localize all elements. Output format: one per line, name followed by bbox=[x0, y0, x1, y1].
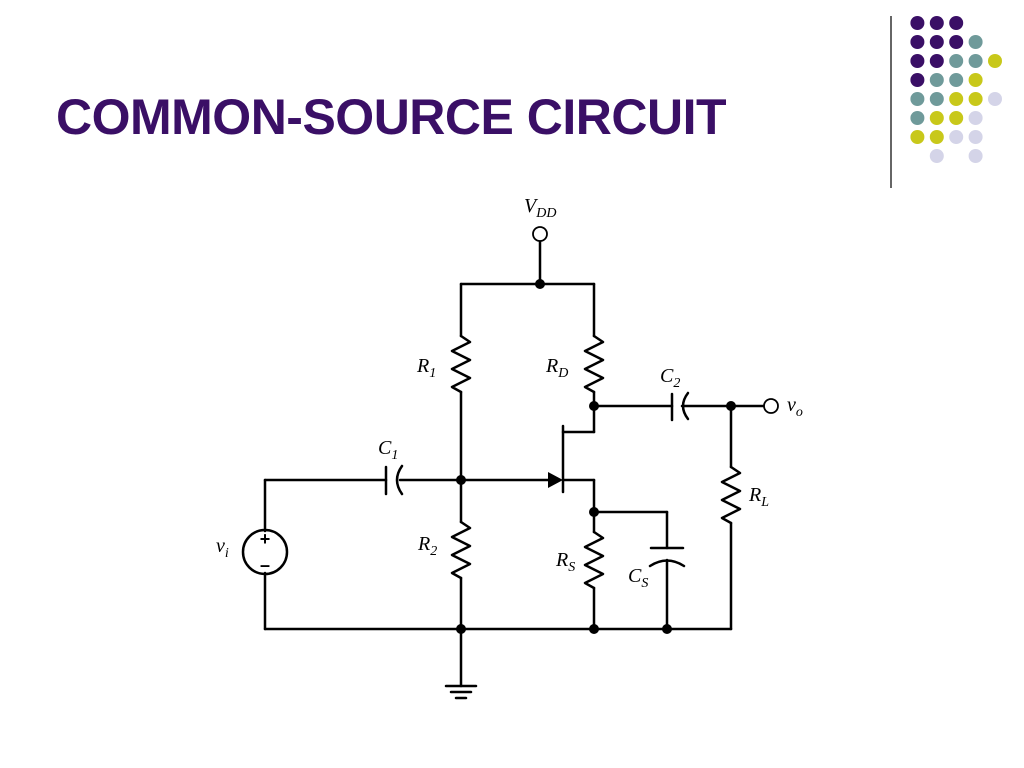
decorative-dot bbox=[929, 92, 944, 106]
decorative-dot bbox=[968, 54, 983, 68]
rs-resistor bbox=[583, 530, 605, 590]
r1-label: R1 bbox=[416, 355, 436, 381]
decorative-dot bbox=[988, 92, 1002, 106]
decorative-dot-grid bbox=[910, 16, 1002, 163]
rl-label: RL bbox=[748, 484, 769, 510]
decorative-dot bbox=[968, 92, 983, 106]
decorative-dot bbox=[949, 35, 964, 49]
decorative-dot bbox=[949, 16, 964, 30]
decorative-dot bbox=[910, 73, 925, 87]
decorative-dot bbox=[949, 92, 964, 106]
vdd-label: VDD bbox=[524, 195, 556, 221]
decorative-dot bbox=[949, 73, 964, 87]
junction-dot bbox=[589, 624, 599, 634]
junction-dot bbox=[456, 624, 466, 634]
decorative-dot bbox=[929, 149, 944, 163]
c2-label: C2 bbox=[660, 365, 680, 391]
gate-arrow bbox=[548, 472, 563, 488]
decorative-dot bbox=[910, 92, 925, 106]
decorative-dot bbox=[910, 35, 925, 49]
decorative-dot bbox=[968, 73, 983, 87]
decorative-dot bbox=[929, 54, 944, 68]
vi-label: vi bbox=[216, 535, 229, 561]
decorative-dot bbox=[910, 16, 925, 30]
source-minus-sign: – bbox=[260, 555, 270, 575]
cs-label: CS bbox=[628, 565, 648, 591]
decorative-dot bbox=[910, 54, 925, 68]
decorative-dot bbox=[949, 111, 964, 125]
slide-title: COMMON-SOURCE CIRCUIT bbox=[56, 89, 727, 145]
rd-resistor bbox=[583, 334, 605, 394]
decorative-dot bbox=[949, 130, 964, 144]
source-plus-sign: + bbox=[260, 529, 271, 549]
r2-resistor bbox=[450, 520, 472, 580]
decorative-dot bbox=[968, 111, 983, 125]
decorative-dot bbox=[929, 16, 944, 30]
junction-dot bbox=[726, 401, 736, 411]
decorative-dot bbox=[929, 111, 944, 125]
decorative-dot bbox=[968, 149, 983, 163]
r2-label: R2 bbox=[417, 533, 437, 559]
junction-dot bbox=[589, 401, 599, 411]
vdd-terminal bbox=[532, 226, 548, 242]
decorative-dot bbox=[988, 54, 1002, 68]
r1-resistor bbox=[450, 334, 472, 394]
rl-resistor bbox=[720, 465, 742, 525]
decorative-dot bbox=[929, 35, 944, 49]
decorative-dot bbox=[968, 130, 983, 144]
vo-label: vo bbox=[787, 394, 803, 420]
output-terminal bbox=[763, 398, 779, 414]
decorative-dot bbox=[929, 130, 944, 144]
c1-label: C1 bbox=[378, 437, 398, 463]
c1-plate-curved bbox=[395, 464, 404, 496]
title-divider bbox=[890, 16, 892, 188]
decorative-dot bbox=[929, 73, 944, 87]
decorative-dot bbox=[910, 111, 925, 125]
junction-dot bbox=[456, 475, 466, 485]
rd-label: RD bbox=[545, 355, 568, 381]
decorative-dot bbox=[949, 54, 964, 68]
junction-dot bbox=[589, 507, 599, 517]
junction-dot bbox=[662, 624, 672, 634]
junction-dot bbox=[535, 279, 545, 289]
decorative-dot bbox=[910, 130, 925, 144]
rs-label: RS bbox=[555, 549, 575, 575]
decorative-dot bbox=[968, 35, 983, 49]
